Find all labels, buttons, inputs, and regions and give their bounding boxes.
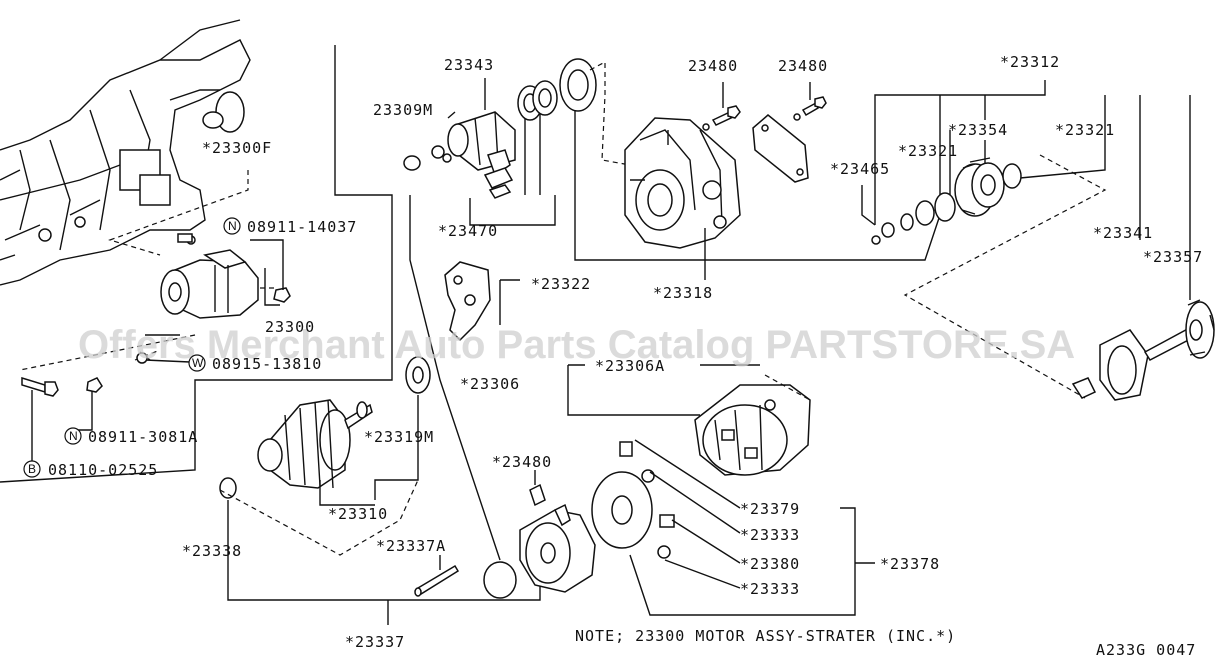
label-23309M: 23309M	[373, 101, 433, 119]
leaders-23312	[874, 80, 1191, 300]
leader-08911-14037	[250, 239, 284, 290]
label-08911-3081A: 08911-3081A	[88, 428, 198, 446]
brush-holder-drawing	[591, 441, 675, 559]
gear-housing-drawing	[624, 117, 741, 249]
label-23338: *23338	[182, 542, 242, 560]
bolt-23480-a	[702, 105, 741, 131]
yoke-drawing	[694, 384, 811, 476]
circle-b-letter: B	[28, 462, 36, 476]
label-23312: *23312	[1000, 53, 1060, 71]
armature-drawing	[219, 356, 431, 499]
label-23300: 23300	[265, 318, 315, 336]
label-23306: *23306	[460, 375, 520, 393]
label-23321-a: *23321	[898, 142, 958, 160]
leader-23310	[319, 395, 419, 506]
label-23354: *23354	[948, 121, 1008, 139]
label-23318: *23318	[653, 284, 713, 302]
label-23480-a: 23480	[688, 57, 738, 75]
transmission-drawing	[0, 19, 251, 286]
figure-code: A233G 0047	[1096, 641, 1196, 659]
label-23319M: *23319M	[364, 428, 434, 446]
label-23480-b: 23480	[778, 57, 828, 75]
label-23343: 23343	[444, 56, 494, 74]
circle-n-2	[64, 427, 82, 445]
label-23333-a: *23333	[740, 526, 800, 544]
label-08915-13810: 08915-13810	[212, 355, 322, 373]
leader-23306	[567, 364, 760, 416]
label-23322: *23322	[531, 275, 591, 293]
bolt-08110	[21, 376, 59, 397]
leader-23337	[227, 500, 541, 625]
leader-23318-box	[574, 110, 941, 261]
boundary-line	[0, 45, 393, 483]
circle-w-letter: W	[192, 356, 204, 370]
cover-plate	[752, 114, 809, 183]
leader-23465	[861, 185, 876, 226]
starter-assy-drawing	[160, 233, 291, 319]
leaders-solenoid	[447, 78, 556, 226]
circle-w	[188, 354, 206, 372]
bolt-23480-b	[793, 96, 827, 121]
shift-lever-drawing	[444, 261, 491, 342]
dash-23300F	[108, 170, 249, 256]
pinion-drawing	[871, 157, 1022, 245]
label-23306A: *23306A	[595, 357, 665, 375]
watermark: Offers Merchant Auto Parts Catalog PARTS…	[78, 323, 1075, 367]
leader-23300	[264, 268, 280, 306]
label-23310: *23310	[328, 505, 388, 523]
dash-armature	[219, 479, 419, 556]
label-08911-14037: 08911-14037	[247, 218, 357, 236]
label-23379: *23379	[740, 500, 800, 518]
label-08110-02525: 08110-02525	[48, 461, 158, 479]
leader-23322	[499, 279, 520, 325]
label-23337A: *23337A	[376, 537, 446, 555]
label-23341: *23341	[1093, 224, 1153, 242]
circle-n-1-letter: N	[228, 219, 237, 233]
circle-n-1	[223, 217, 241, 235]
solenoid-drawing	[403, 111, 516, 199]
label-23337: *23337	[345, 633, 405, 651]
circle-b	[23, 460, 41, 478]
rear-cover-drawing	[483, 483, 596, 599]
label-23357: *23357	[1143, 248, 1203, 266]
note-text: NOTE; 23300 MOTOR ASSY-STRATER (INC.*)	[575, 627, 956, 645]
label-23321-b: *23321	[1055, 121, 1115, 139]
leaders-brush	[634, 439, 741, 589]
label-23465: *23465	[830, 160, 890, 178]
circle-n-2-letter: N	[69, 429, 78, 443]
dash-23312	[903, 154, 1107, 399]
through-bolt	[414, 564, 460, 597]
shaft-gear-drawing	[1071, 299, 1215, 401]
label-23470: *23470	[438, 222, 498, 240]
leaders-left	[31, 334, 191, 470]
lever-line	[409, 195, 501, 561]
leader-23378	[629, 507, 875, 616]
label-23480-c: *23480	[492, 453, 552, 471]
label-23378: *23378	[880, 555, 940, 573]
label-23333-b: *23333	[740, 580, 800, 598]
label-23300F: *23300F	[202, 139, 272, 157]
plunger-spring-drawing	[517, 58, 597, 121]
washer-small	[136, 352, 148, 364]
label-23380: *23380	[740, 555, 800, 573]
nut-08911-3081A	[86, 377, 103, 393]
